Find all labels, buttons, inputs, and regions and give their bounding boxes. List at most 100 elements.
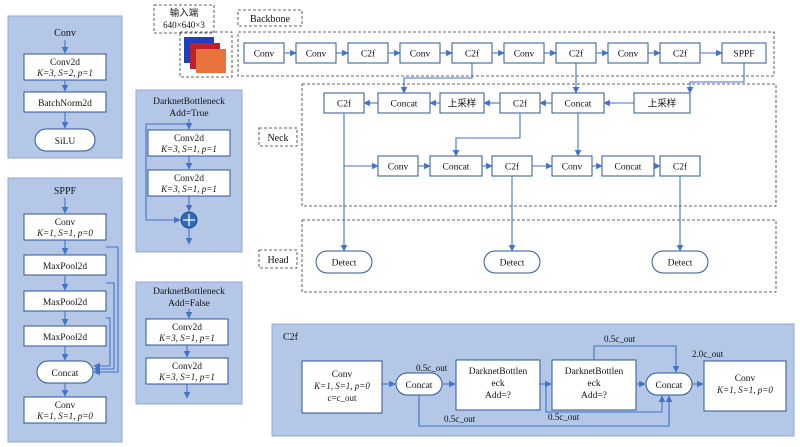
flow-arrow [400, 63, 473, 94]
backbone-label-box [237, 9, 303, 27]
backbone-node-8-label: Conv [618, 50, 639, 60]
bottleneck-false-conv2d-b [145, 357, 229, 385]
head-detect-1-label: Detect [332, 259, 357, 269]
backbone-node-4: Conv [399, 42, 441, 64]
c2f-conv-in [301, 360, 383, 414]
conv-block-conv2d-params: K=3, S=2, p=1 [36, 68, 93, 78]
bottleneck-true-conv2d-b [147, 169, 231, 197]
neck-top-node-2-label: Concat [391, 100, 418, 110]
conv-block-panel: Conv Conv2d K=3, S=2, p=1 BatchNorm2d Si… [7, 15, 123, 159]
neck-bottom-node-2: Concat [429, 155, 483, 177]
neck-top-node-5: Concat [551, 92, 605, 114]
bottleneck-false-title: DarknetBottleneck [153, 287, 225, 297]
c2f-bottleneck-1 [455, 359, 541, 411]
bottleneck-false-conv2d-a-label: Conv2d [172, 323, 202, 333]
bottleneck-true-title: DarknetBottleneck [153, 97, 225, 107]
neck-bottom-node-6: C2f [659, 155, 701, 177]
connectors [340, 63, 745, 252]
c2f-bottleneck-2-l1: DarknetBottlen [565, 367, 624, 377]
sppf-conv-in-params: K=1, S=1, p=0 [36, 228, 93, 238]
c2f-conv-in-c: c=c_out [327, 393, 357, 403]
neck-top-node-3-label: 上采样 [448, 98, 477, 110]
bottleneck-true-conv2d-a [147, 129, 231, 157]
c2f-bottleneck-2 [551, 359, 637, 411]
sppf-maxpool-1-label: MaxPool2d [43, 262, 88, 272]
neck-top-node-6-label: 上采样 [648, 98, 677, 110]
neck-top-node-1: C2f [323, 92, 365, 114]
backbone-node-4-label: Conv [410, 50, 431, 60]
head-frame [301, 219, 777, 293]
neck-bottom-node-4-label: Conv [562, 163, 583, 173]
head-detect-1: Detect [315, 250, 373, 274]
neck-top-node-1-label: C2f [337, 99, 352, 110]
c2f-conv-in-params: K=1, S=1, p=0 [313, 381, 370, 391]
backbone-node-3: C2f [347, 42, 389, 64]
neck-top-node-6: 上采样 [633, 92, 691, 114]
backbone-node-1-label: Conv [254, 50, 275, 60]
sppf-conv-out [23, 396, 107, 424]
neck-top-node-4-label: C2f [513, 99, 528, 110]
conv-block-conv2d-box [23, 53, 107, 81]
neck-bottom-node-5: Concat [601, 155, 655, 177]
c2f-label-split-bottom: 0.5c_out [444, 414, 476, 424]
input-size: 640×640×3 [163, 20, 205, 30]
backbone-node-3-label: C2f [361, 49, 376, 60]
neck-bottom-node-2-label: Concat [443, 163, 470, 173]
neck-top-node-2: Concat [377, 92, 431, 114]
c2f-bottleneck-1-l3: Add=? [485, 391, 511, 401]
bottleneck-true-conv2d-a-params: K=3, S=1, p=1 [160, 144, 217, 154]
bottleneck-true-conv2d-b-params: K=3, S=1, p=1 [160, 184, 217, 194]
bottleneck-true-conv2d-a-label: Conv2d [174, 134, 204, 144]
c2f-label-top-bypass: 0.5c_out [604, 334, 636, 344]
c2f-conv-out-label: Conv [735, 374, 756, 384]
bottleneck-false-conv2d-b-label: Conv2d [172, 362, 202, 372]
sppf-maxpool-2-label: MaxPool2d [43, 298, 88, 308]
sppf-conv-in-label: Conv [55, 218, 76, 228]
head-detect-2-label: Detect [500, 259, 525, 269]
input-image-icon [184, 37, 226, 73]
bottleneck-false-add: Add=False [168, 299, 210, 309]
backbone-node-6: Conv [503, 42, 545, 64]
backbone-node-9: C2f [659, 42, 701, 64]
c2f-bottleneck-2-l3: Add=? [581, 391, 607, 401]
backbone-node-1: Conv [243, 42, 285, 64]
bottleneck-false-panel: DarknetBottleneck Add=False Conv2d K=3, … [135, 281, 243, 405]
c2f-conv-in-label: Conv [332, 370, 353, 380]
bottleneck-true-conv2d-b-label: Conv2d [174, 174, 204, 184]
neck-top-node-3: 上采样 [439, 92, 485, 114]
sppf-title: SPPF [54, 186, 77, 197]
neck-bottom-node-3: C2f [491, 155, 533, 177]
c2f-label-out: 2.0c_out [692, 349, 724, 359]
neck-top-node-4: C2f [499, 92, 541, 114]
sppf-panel: SPPF Conv K=1, S=1, p=0 MaxPool2d MaxPoo… [7, 177, 123, 443]
backbone-node-6-label: Conv [514, 50, 535, 60]
head-label: Head [267, 255, 288, 266]
backbone-node-7-label: C2f [569, 49, 584, 60]
head-detect-3-label: Detect [668, 259, 693, 269]
neck-label-box [258, 127, 298, 147]
backbone-node-2: Conv [295, 42, 337, 64]
input-label-box [153, 4, 215, 34]
c2f-bottleneck-1-l2: eck [491, 379, 504, 389]
bottleneck-false-conv2d-a-params: K=3, S=1, p=1 [158, 333, 215, 343]
neck-bottom-node-6-label: C2f [673, 162, 688, 173]
neck-bottom-node-1: Conv [377, 155, 419, 177]
neck-bottom-node-3-label: C2f [505, 162, 520, 173]
neck-bottom-row: Conv Concat C2f Conv Concat C2f [377, 155, 701, 177]
backbone-label: Backbone [250, 14, 291, 25]
c2f-concat-out-label: Concat [656, 381, 683, 391]
silu-label: SiLU [55, 137, 76, 147]
backbone-node-9-label: C2f [673, 49, 688, 60]
conv-block-title: Conv [54, 28, 76, 39]
backbone-frame [237, 31, 775, 77]
sppf-concat-label: Concat [52, 369, 79, 379]
flow-arrow [686, 63, 745, 94]
c2f-label-mid: 0.5c_out [548, 412, 580, 422]
c2f-bottleneck-1-l1: DarknetBottlen [469, 367, 528, 377]
head-label-box [258, 249, 298, 269]
c2f-conv-out [703, 360, 787, 412]
neck-bottom-node-5-label: Concat [615, 163, 642, 173]
neck-frame [301, 83, 777, 207]
backbone-node-5-label: C2f [465, 49, 480, 60]
